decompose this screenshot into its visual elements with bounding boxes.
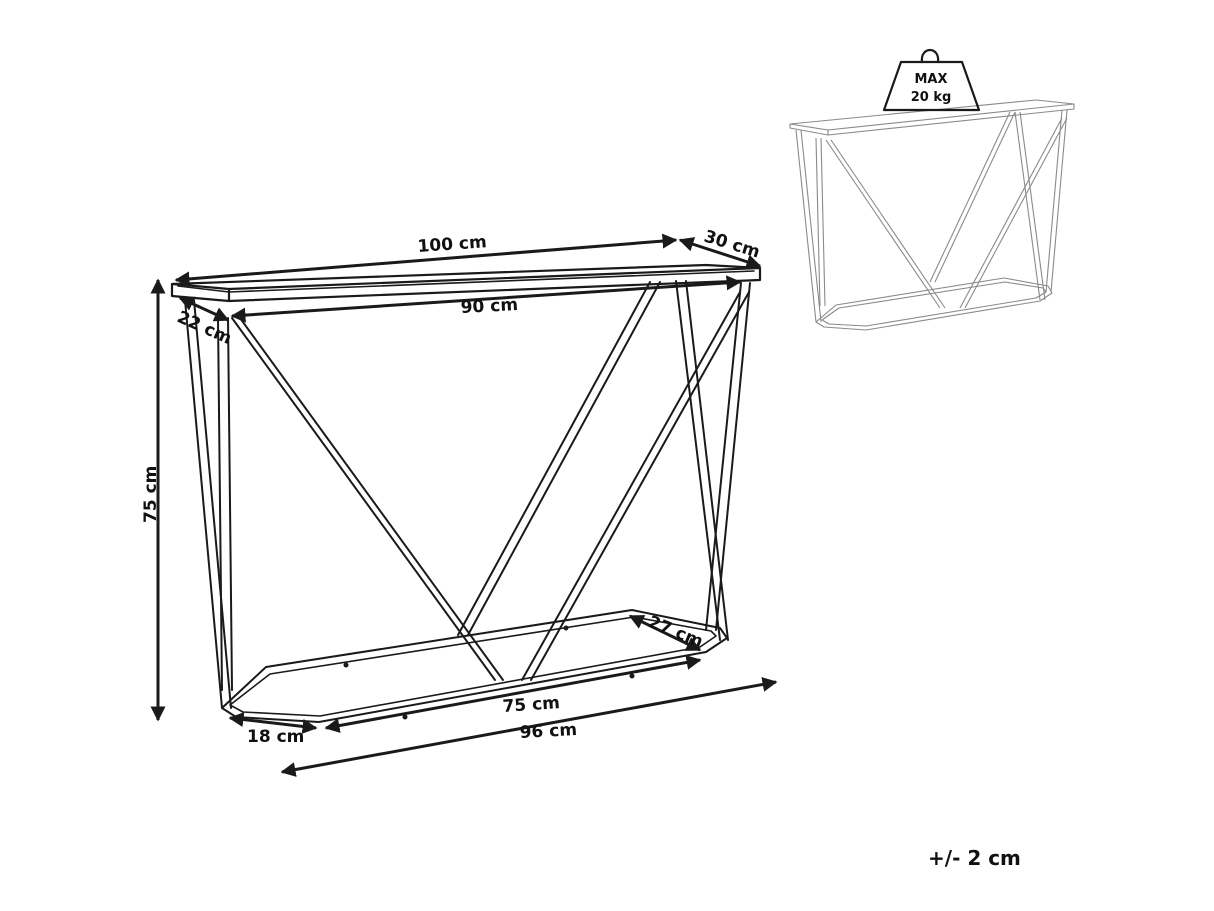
dimension-lines <box>150 233 778 777</box>
dim-line-27 <box>628 614 702 652</box>
load-capacity-thumbnail: MAX 20 kg <box>789 48 1075 331</box>
weight-handle-icon <box>920 48 940 64</box>
weight-badge: MAX 20 kg <box>882 48 981 112</box>
badge-max-label: MAX <box>914 72 947 87</box>
label-75cm-base: 75 cm <box>502 693 561 717</box>
label-75cm-height: 75 cm <box>141 466 161 523</box>
tolerance-note: +/- 2 cm <box>928 846 1021 870</box>
dim-line-75-base <box>324 655 702 733</box>
left-back-leg <box>217 317 233 691</box>
label-100cm: 100 cm <box>417 232 487 257</box>
label-18cm: 18 cm <box>247 727 304 747</box>
dim-line-90 <box>230 275 742 323</box>
right-back-leg <box>675 280 729 641</box>
main-table-drawing <box>170 263 762 723</box>
label-96cm: 96 cm <box>519 720 577 743</box>
badge-weight-label: 20 kg <box>911 90 952 105</box>
weight-icon <box>882 60 981 112</box>
label-90cm: 90 cm <box>460 295 518 318</box>
dim-line-100 <box>174 233 678 287</box>
left-front-leg <box>184 299 232 709</box>
dim-line-22 <box>178 296 230 322</box>
dim-line-96 <box>280 677 778 777</box>
label-22cm: 22 cm <box>174 307 235 349</box>
diagonal-braces <box>231 281 750 681</box>
dim-line-30 <box>678 237 762 269</box>
dimension-labels: 100 cm 30 cm 90 cm 22 cm 75 cm 27 cm 75 … <box>141 227 762 747</box>
